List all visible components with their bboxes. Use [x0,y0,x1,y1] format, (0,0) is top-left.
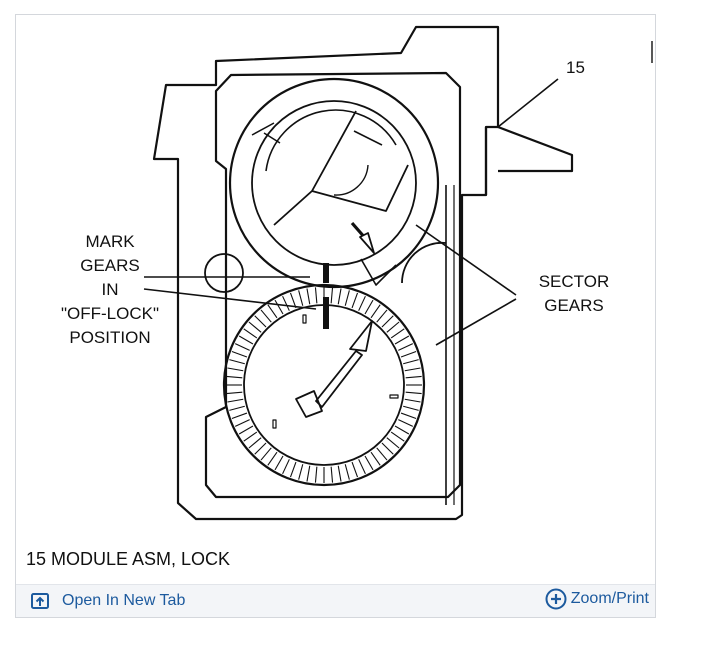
gear-tooth [227,367,244,372]
gear-tooth [405,375,422,379]
gear-tooth [238,335,254,345]
svg-text:MARK: MARK [85,232,135,251]
gear-tooth [364,455,374,471]
gear-tooth [398,343,414,351]
gear-tooth [231,412,248,420]
gear-tooth [282,295,290,311]
gear-tooth [403,359,419,365]
gear-tooth [254,315,267,328]
gear-tooth [398,419,414,427]
lock-module-diagram: 15 MARK GEARS IN "OFF-LOCK" POSITION SEC… [26,25,653,569]
gear-tooth [400,412,417,420]
gear-tooth [386,321,400,333]
image-footer-bar: Open In New Tab Zoom/Print [16,584,655,617]
gear-tooth [226,375,243,379]
inner-housing [204,71,462,499]
gear-tooth [394,425,410,435]
zoom-print-label: Zoom/Print [570,590,649,607]
zoom-print-link[interactable]: Zoom/Print [545,588,649,610]
lower-dial-gear [222,283,426,487]
gear-tooth [248,321,262,333]
gear-tooth [254,442,267,455]
gear-tooth [298,290,304,306]
open-in-new-tab-label: Open In New Tab [62,592,186,609]
gear-tooth [404,398,421,403]
gear-tooth [344,464,350,480]
gear-tooth [234,419,250,427]
gear-tooth [248,437,262,449]
gear-tooth [243,431,258,442]
gear-tooth [289,461,297,478]
sector-gears-label: SECTOR GEARS [539,272,610,315]
gear-tooth [314,287,318,304]
gear-tooth [386,437,400,449]
gear-tooth [404,367,421,372]
gear-tooth [260,447,272,461]
gear-tooth [229,359,245,365]
shaft-arm [497,125,574,173]
gear-tooth [231,350,248,358]
upper-sector-gear [228,77,440,289]
gear-tooth [234,343,250,351]
gear-tooth [267,304,278,319]
gear-tooth [282,459,290,475]
callout-number: 15 [566,58,585,77]
gear-tooth [351,461,359,478]
gear-tooth [289,292,297,309]
gear-tooth [403,405,419,411]
gear-tooth [337,465,342,482]
svg-text:SECTOR: SECTOR [539,272,610,291]
svg-text:POSITION: POSITION [69,328,150,347]
svg-text:GEARS: GEARS [80,256,140,275]
gear-tooth [400,350,417,358]
gear-tooth [274,299,284,315]
gear-tooth [330,287,334,304]
gear-tooth [243,328,258,339]
zoom-plus-icon [545,588,567,610]
gear-tooth [351,292,359,309]
open-new-tab-icon [31,593,49,609]
gear-tooth [364,299,374,315]
gear-tooth [330,466,334,483]
gear-tooth [358,295,366,311]
gear-tooth [370,304,381,319]
gear-tooth [337,288,342,305]
gear-tooth [376,309,388,323]
gear-tooth [376,447,388,461]
gear-tooth [298,464,304,480]
gear-tooth [344,290,350,306]
gear-tooth [394,335,410,345]
gear-tooth [274,455,284,471]
gear-tooth [267,451,278,466]
gear-tooth [390,328,405,339]
gear-tooth [229,405,245,411]
svg-text:"OFF-LOCK": "OFF-LOCK" [61,304,159,323]
mark-gears-label: MARK GEARS IN "OFF-LOCK" POSITION [61,232,159,347]
svg-text:GEARS: GEARS [544,296,604,315]
gear-tooth [381,315,394,328]
gear-tooth [227,398,244,403]
gear-tooth [226,391,243,395]
gear-tooth [381,442,394,455]
gear-tooth [390,431,405,442]
gear-tooth [306,465,311,482]
gear-tooth [260,309,272,323]
open-in-new-tab-link[interactable]: Open In New Tab [30,591,185,611]
figure-caption: 15 MODULE ASM, LOCK [26,549,230,569]
gear-tooth [358,459,366,475]
image-frame: 15 MARK GEARS IN "OFF-LOCK" POSITION SEC… [15,14,656,618]
gear-tooth [306,288,311,305]
gear-tooth [370,451,381,466]
module-housing [152,25,500,521]
gear-tooth [314,466,318,483]
svg-text:IN: IN [102,280,119,299]
gear-tooth [405,391,422,395]
gear-tooth [238,425,254,435]
